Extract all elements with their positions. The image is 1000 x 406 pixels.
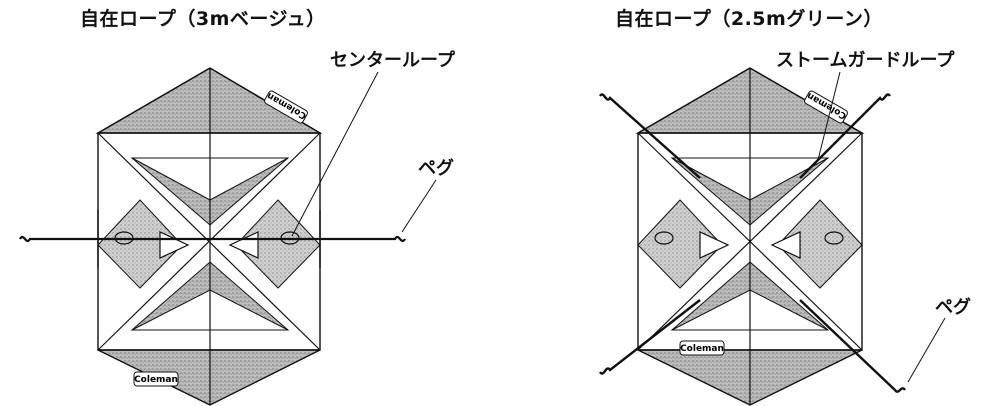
- left-tent-rope: [19, 235, 406, 243]
- left-tent-bottom-logo: Coleman: [133, 371, 179, 387]
- right-rope-bottom-left: [599, 299, 701, 375]
- right-peg-leader: [907, 317, 946, 383]
- svg-text:Coleman: Coleman: [680, 344, 724, 354]
- right-diagram-title: 自在ロープ（2.5mグリーン）: [615, 8, 883, 30]
- right-rope-top-right: [799, 93, 891, 179]
- right-rope-bottom-right: [799, 299, 906, 393]
- right-center-loop-left: [654, 231, 674, 245]
- left-tent: Coleman Coleman: [19, 67, 437, 406]
- left-peg-label: ペグ: [418, 158, 454, 179]
- storm-guard-loop-label: ストームガードループ: [776, 50, 955, 71]
- center-loop-leader: [291, 71, 379, 237]
- left-tent-bottom-roof: [97, 349, 321, 406]
- svg-text:Coleman: Coleman: [134, 375, 178, 385]
- right-peg-label: ペグ: [935, 297, 971, 318]
- center-loop-label: センターループ: [330, 50, 455, 71]
- left-diagram-title: 自在ロープ（3mベージュ）: [80, 8, 326, 30]
- right-tent-bottom-logo: Coleman: [679, 340, 725, 356]
- right-tent: Coleman Coleman: [599, 67, 946, 406]
- storm-guard-loop-leader: [817, 71, 841, 161]
- right-rope-top-left: [599, 93, 701, 179]
- right-center-loop-right: [824, 231, 844, 245]
- left-peg-leader: [401, 179, 437, 233]
